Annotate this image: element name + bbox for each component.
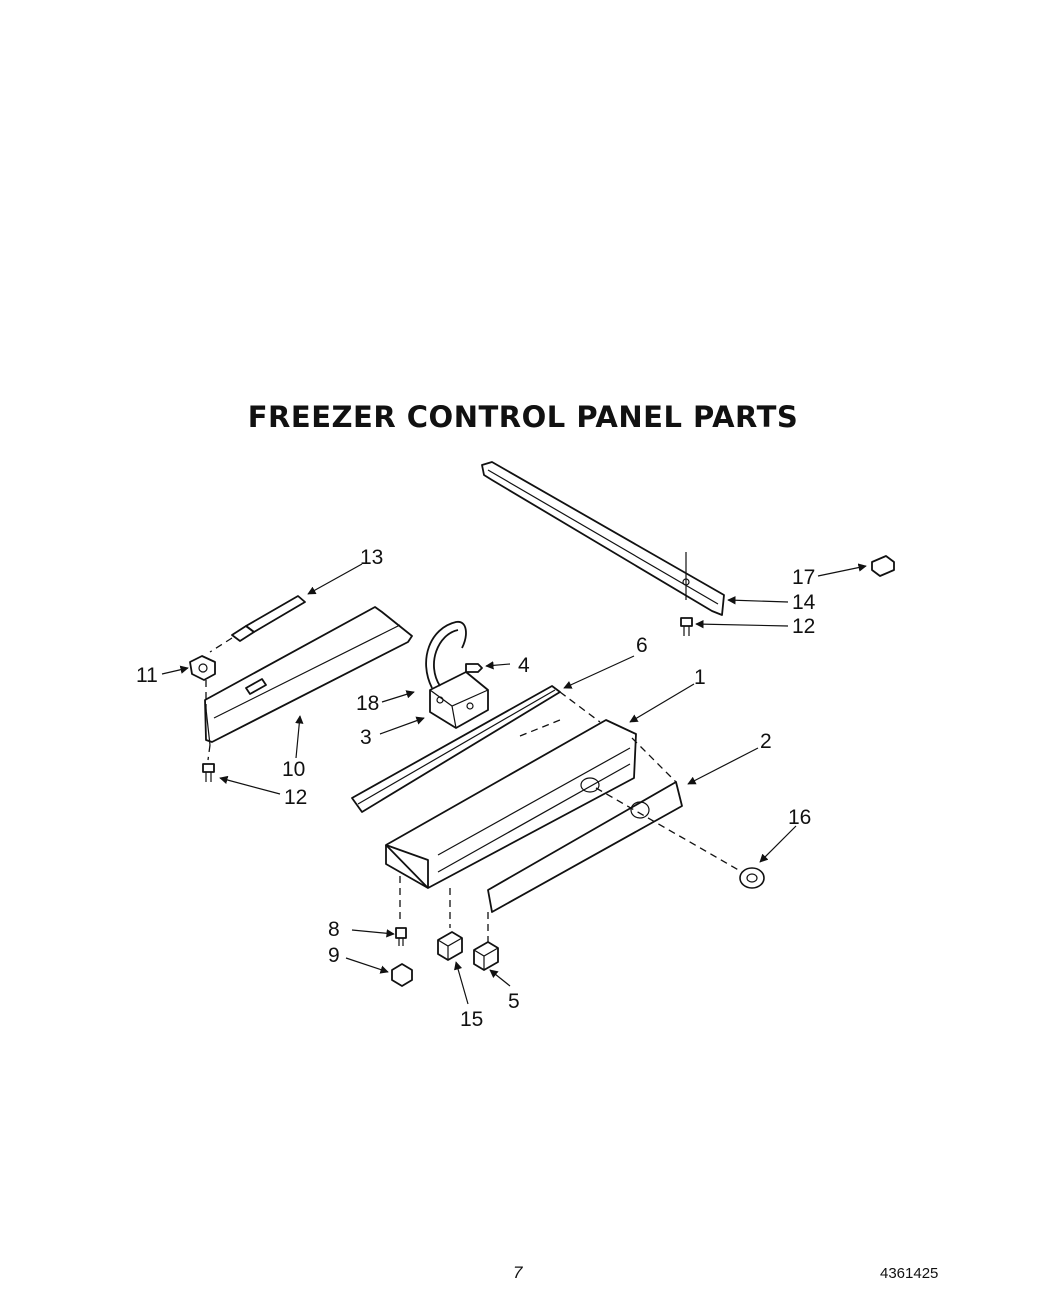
- callout-6: 6: [636, 634, 648, 657]
- part-16-knob: [739, 867, 765, 889]
- part-4-screw: [465, 663, 483, 673]
- callout-13: 13: [360, 546, 383, 569]
- part-18-wires: [425, 621, 467, 689]
- callout-14: 14: [792, 591, 816, 614]
- diagram-title: FREEZER CONTROL PANEL PARTS: [247, 400, 799, 434]
- callout-2: 2: [760, 730, 772, 753]
- callout-12-left: 12: [284, 786, 307, 809]
- callout-3: 3: [360, 726, 372, 749]
- callout-18: 18: [356, 692, 379, 715]
- part-10-bracket: [204, 606, 413, 746]
- callout-labels: 13 11 10 12 18 3 4 6 1 2 16 17 14 12 8 9…: [136, 546, 816, 1031]
- part-11-clip: [189, 655, 216, 681]
- part-2-panel: [487, 781, 683, 913]
- callout-16: 16: [788, 806, 811, 829]
- callout-17: 17: [792, 566, 815, 589]
- part-15-clip: [437, 931, 463, 961]
- callout-11: 11: [136, 664, 158, 687]
- callout-4: 4: [518, 654, 530, 677]
- callout-1: 1: [694, 666, 706, 689]
- part-9-nut: [391, 963, 413, 987]
- part-5-clip: [473, 941, 499, 971]
- callout-9: 9: [328, 944, 340, 967]
- callout-12-right: 12: [792, 615, 815, 638]
- part-1-housing: [385, 719, 637, 889]
- part-14-bracket: [481, 461, 725, 616]
- callout-10: 10: [282, 758, 305, 781]
- part-12-screw-right: [680, 617, 693, 636]
- callout-5: 5: [508, 990, 520, 1013]
- part-12-screw-left: [202, 763, 215, 782]
- part-8-screw: [395, 927, 407, 946]
- document-code: 4361425: [880, 1265, 939, 1282]
- part-3-control: [429, 671, 489, 729]
- part-17-clip: [871, 555, 895, 577]
- leader-lines: [161, 563, 867, 1005]
- callout-8: 8: [328, 918, 340, 941]
- page-number: 7: [513, 1263, 523, 1282]
- part-6-strip: [351, 685, 561, 813]
- callout-15: 15: [460, 1008, 483, 1031]
- part-13-tube: [231, 595, 306, 642]
